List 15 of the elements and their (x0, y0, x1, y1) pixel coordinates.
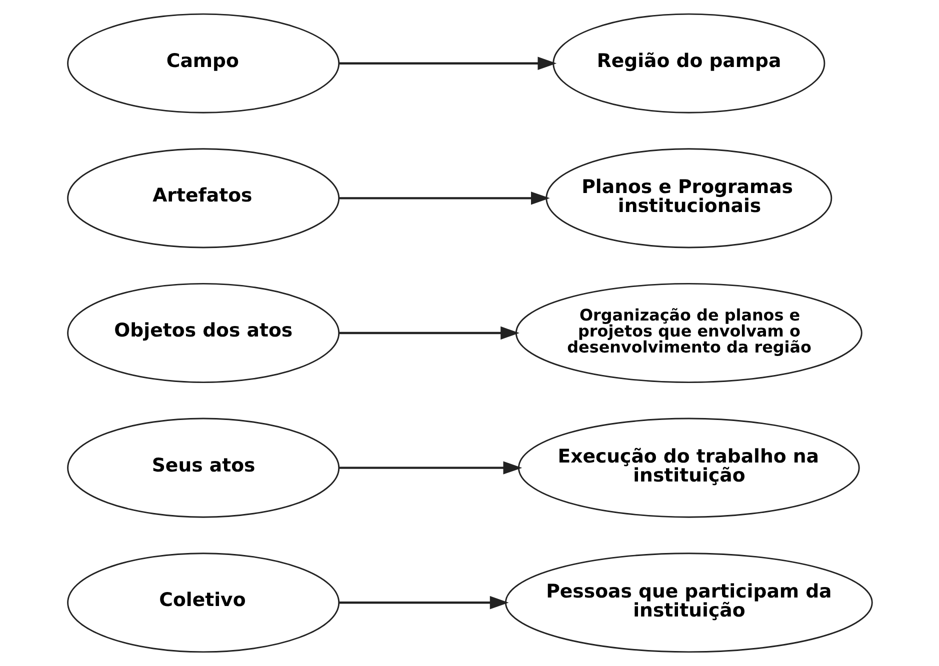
node-ellipse: Artefatos (66, 148, 340, 248)
node-ellipse: Organização de planos e projetos que envolvam o desenvolvimento da região (514, 282, 862, 384)
arrow (338, 192, 550, 205)
node-ellipse: Planos e Programas institucionais (545, 148, 832, 248)
node-ellipse: Seus atos (66, 418, 340, 518)
arrow (338, 326, 519, 340)
node-ellipse: Campo (66, 13, 340, 114)
node-ellipse: Objetos dos atos (66, 282, 340, 384)
node-ellipse: Pessoas que participam da instituição (504, 552, 872, 653)
arrow (338, 461, 522, 474)
node-ellipse: Execução do trabalho na instituição (517, 418, 860, 518)
node-ellipse: Coletivo (66, 552, 340, 653)
arrow (338, 56, 556, 70)
node-ellipse: Região do pampa (552, 13, 825, 114)
arrow (338, 596, 508, 610)
